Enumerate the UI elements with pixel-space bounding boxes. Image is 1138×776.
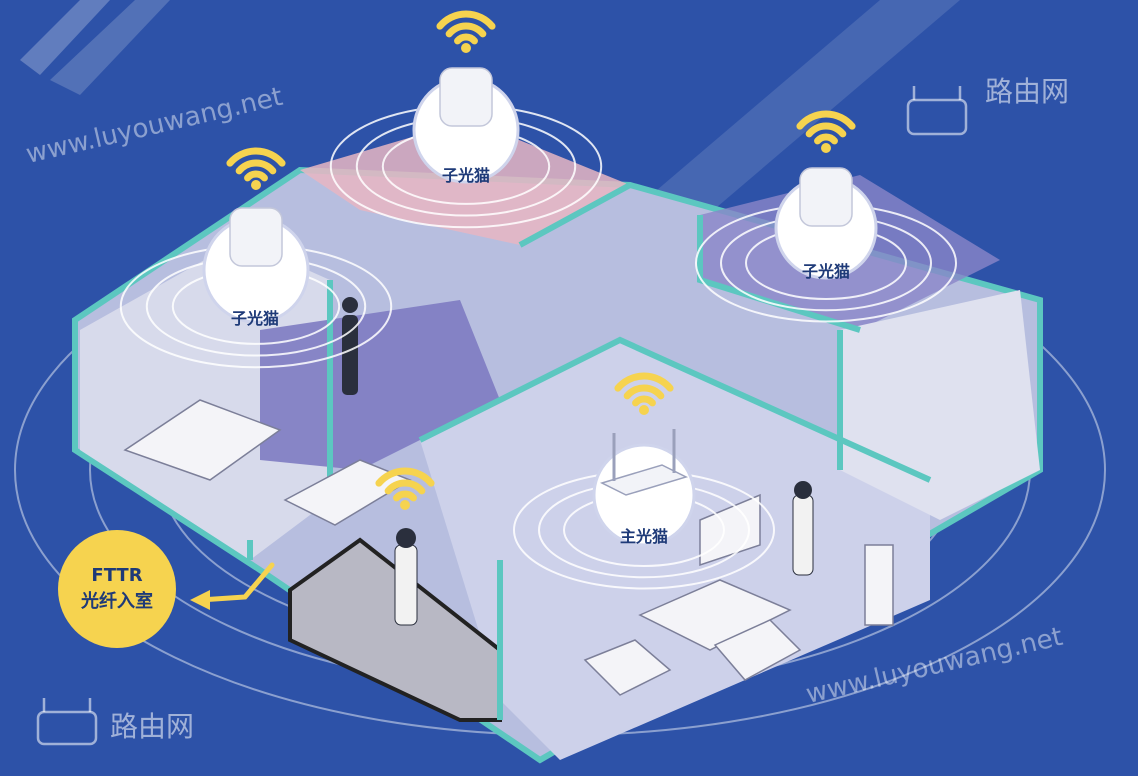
router-logo-top [906, 86, 968, 136]
background-stripes [20, 0, 960, 230]
watermark-brand-top: 路由网 [985, 75, 1070, 108]
sub-modem-top-label: 子光猫 [441, 166, 490, 185]
sub-modem-left-device [229, 207, 283, 267]
watermark-brand-bottom: 路由网 [110, 710, 195, 743]
fttr-subtitle: 光纤入室 [81, 591, 153, 612]
sub-modem-left-label: 子光猫 [230, 309, 279, 328]
fttr-badge: FTTR 光纤入室 [58, 530, 176, 648]
sub-modem-right-label: 子光猫 [801, 262, 850, 281]
wifi-icon [796, 110, 856, 153]
living-room [420, 340, 930, 760]
main-modem-label: 主光猫 [619, 527, 668, 546]
router-logo-bottom [36, 698, 98, 746]
wifi-icon [375, 467, 435, 510]
wifi-icon [226, 147, 286, 190]
main-modem-device [599, 464, 689, 496]
sub-modem-top-device [439, 67, 493, 127]
person-figures [342, 297, 814, 626]
wifi-icon [614, 372, 674, 415]
sub-modem-right-device [799, 167, 853, 227]
wifi-icon [436, 10, 496, 53]
fttr-title: FTTR [91, 565, 143, 586]
fttr-arrow [190, 562, 275, 610]
